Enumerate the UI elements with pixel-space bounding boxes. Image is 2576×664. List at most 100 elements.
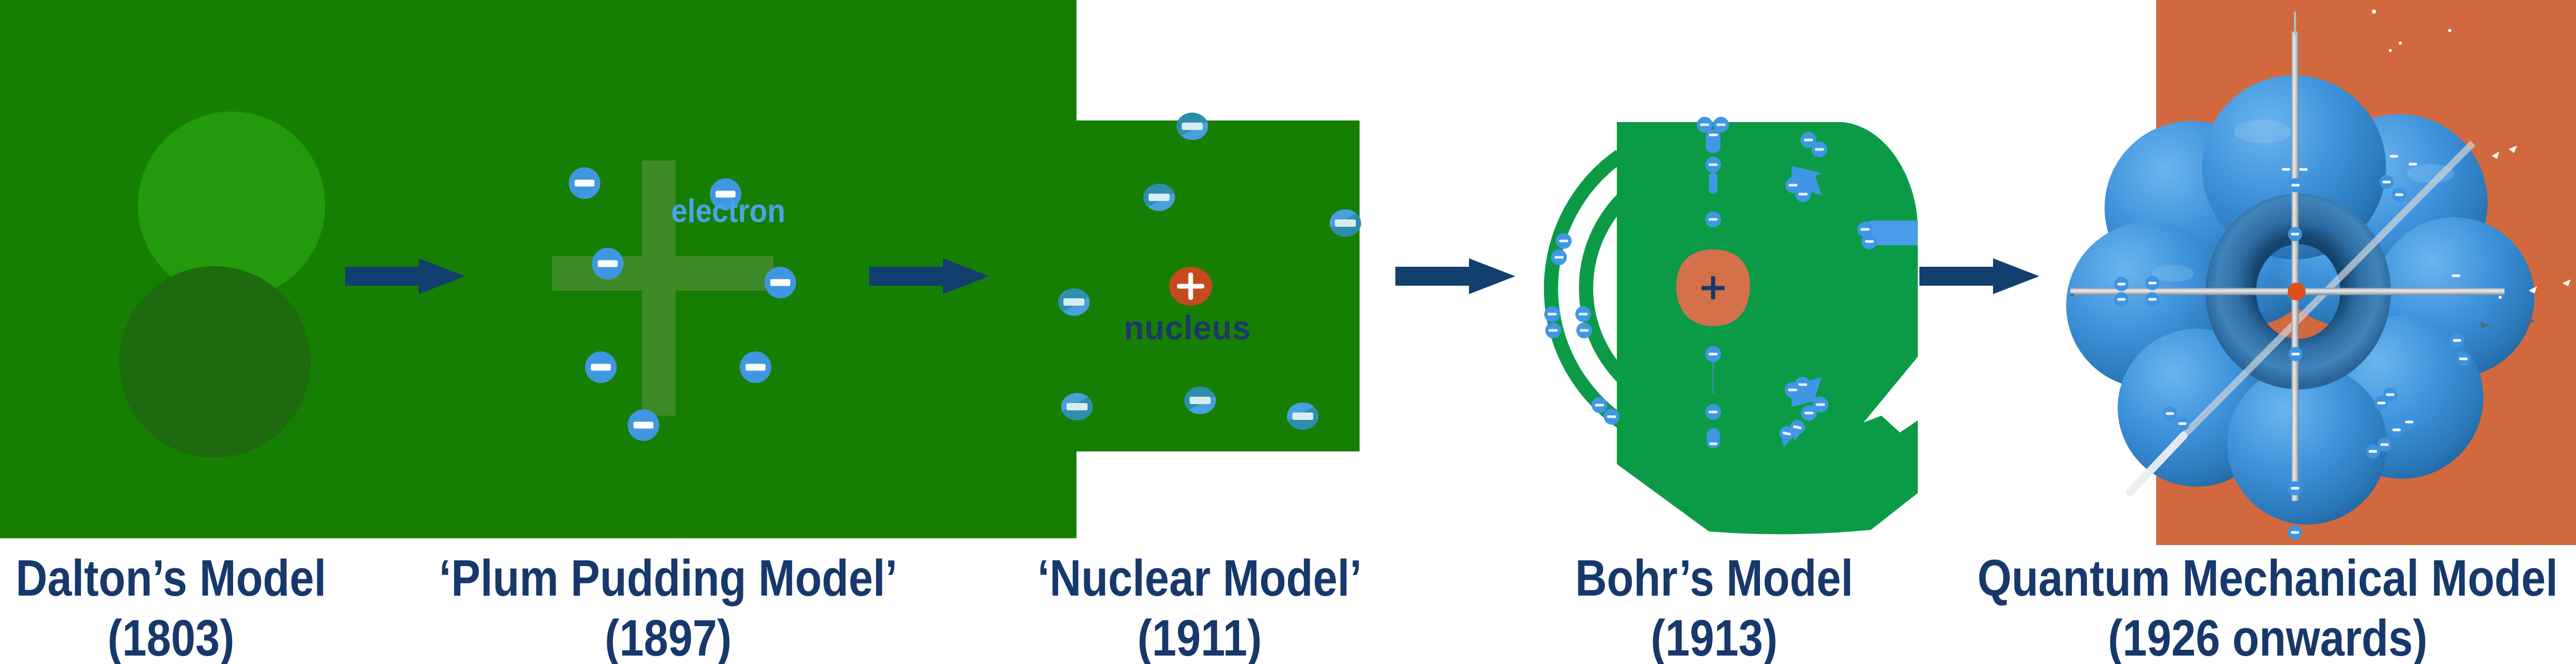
electron-icon: [2450, 333, 2464, 348]
bohr-atom-body: [1617, 122, 1918, 535]
caption-nuclear: ‘Nuclear Model’ (1911): [860, 548, 1539, 664]
electron-icon: [1861, 234, 1877, 249]
electron-pill: [1707, 428, 1720, 448]
electron-rod: [1709, 173, 1717, 194]
minus-icon: [2452, 274, 2460, 277]
electron-icon: [2288, 347, 2303, 361]
electron-icon: [1705, 157, 1721, 173]
electron-icon: [1604, 409, 1619, 425]
electron-icon: [1795, 186, 1811, 202]
electron-icon: [1184, 387, 1216, 415]
speckles: [2372, 9, 2571, 299]
caption-plum-pudding: ‘Plum Pudding Model’ (1897): [329, 548, 1008, 664]
electron-icon: [585, 351, 617, 383]
electron-icon: [1061, 393, 1093, 420]
electron-icon: [1785, 382, 1800, 398]
electron-icon: [2392, 187, 2407, 202]
minus-icon: [2390, 155, 2398, 158]
nucleus-icon: [1169, 267, 1212, 306]
minus-icon: [2282, 168, 2290, 171]
dark-specks: [2070, 294, 2535, 328]
electron-icon: [1176, 113, 1209, 140]
model-name: ‘Nuclear Model’: [1037, 549, 1362, 607]
horizontal-axis-rod: [2070, 288, 2504, 295]
orbital-torus: [2206, 194, 2391, 390]
electron-icon: [1143, 184, 1175, 212]
model-year: (1803): [107, 609, 235, 664]
electron-icon: [1705, 212, 1721, 227]
electron-icon: [569, 167, 600, 199]
electron-icon: [1705, 404, 1721, 420]
dalton-atom-sphere-dark: [119, 266, 310, 458]
dalton-atom-sphere-light: [138, 112, 325, 299]
orbit-arc-outer: [1544, 149, 1636, 435]
nucleus-icon: [1676, 249, 1750, 326]
electron-pill: [1706, 129, 1720, 153]
nuclear-panel: [1058, 113, 1361, 430]
electron-icon: [2114, 277, 2129, 291]
model-year: (1911): [1137, 609, 1262, 664]
axis-rods: [2070, 12, 2504, 501]
diagonal-axis-rod-tip: [2126, 431, 2188, 497]
electron-icon: [2145, 292, 2160, 307]
electron-icon: [2288, 525, 2302, 540]
electron-icon: [1801, 405, 1817, 421]
arrow-right-icon: [1919, 258, 2039, 294]
electron-icon: [2288, 481, 2302, 496]
plum-pudding-panel: [552, 160, 796, 441]
caption-bohr: Bohr’s Model (1913): [1375, 548, 2054, 664]
electron-icon: [1551, 249, 1567, 265]
electron-icon: [1576, 323, 1592, 338]
electron-icon: [2366, 444, 2380, 459]
positive-pudding-cross-horizontal: [552, 256, 773, 290]
electron-icon: [1812, 142, 1827, 157]
nuclear-panel-bg: [1076, 120, 1360, 451]
model-name: Bohr’s Model: [1575, 549, 1854, 607]
model-name: Dalton’s Model: [15, 549, 327, 607]
electron-icon: [1575, 306, 1591, 322]
caption-quantum: Quantum Mechanical Model (1926 onwards): [1928, 548, 2576, 664]
vertical-axis-rod-tip: [2294, 12, 2296, 35]
minus-icon: [2299, 168, 2308, 171]
minus-icon: [1709, 442, 1717, 445]
quantum-nucleus-icon: [2288, 283, 2306, 300]
caption-dalton: Dalton’s Model (1803): [0, 548, 510, 664]
electron-icon: [2389, 422, 2404, 437]
model-name: Quantum Mechanical Model: [1977, 549, 2558, 607]
electron-label: electron: [671, 193, 786, 229]
electron-icon: [2374, 396, 2389, 410]
electron-icon: [1286, 402, 1319, 430]
nucleus-label: nucleus: [1124, 309, 1251, 347]
electron-icon: [1544, 306, 1560, 322]
model-year: (1913): [1651, 609, 1778, 664]
electron-icon: [2288, 227, 2302, 242]
model-year: (1926 onwards): [2108, 609, 2428, 664]
electron-icon: [1556, 233, 1572, 249]
electron-icon: [2114, 292, 2129, 307]
electron-icon: [2175, 416, 2190, 431]
electron-icon: [2145, 276, 2160, 290]
dalton-panel: [119, 112, 325, 458]
electron-icon: [740, 351, 771, 383]
bohr-panel: [1544, 117, 1918, 535]
electron-icon: [1329, 209, 1361, 237]
model-name: ‘Plum Pudding Model’: [439, 549, 898, 607]
electron-icon: [628, 409, 659, 441]
arrow-right-icon: [1395, 258, 1515, 294]
vertical-axis-rod: [2291, 32, 2299, 501]
minus-icon: [1709, 134, 1718, 136]
electron-icon: [1058, 288, 1090, 316]
electron-icon: [1592, 397, 1607, 413]
electron-icon: [764, 267, 796, 298]
electron-icon: [2288, 178, 2303, 193]
electron-icon: [2162, 406, 2177, 421]
electron-icon: [1545, 323, 1561, 338]
electron-icon: [2379, 175, 2394, 189]
energy-level-bar: [1857, 220, 1918, 249]
electron-icon: [2456, 351, 2471, 366]
model-year: (1897): [605, 609, 732, 664]
electron-icon: [2402, 415, 2417, 429]
quantum-panel: [2066, 0, 2576, 545]
